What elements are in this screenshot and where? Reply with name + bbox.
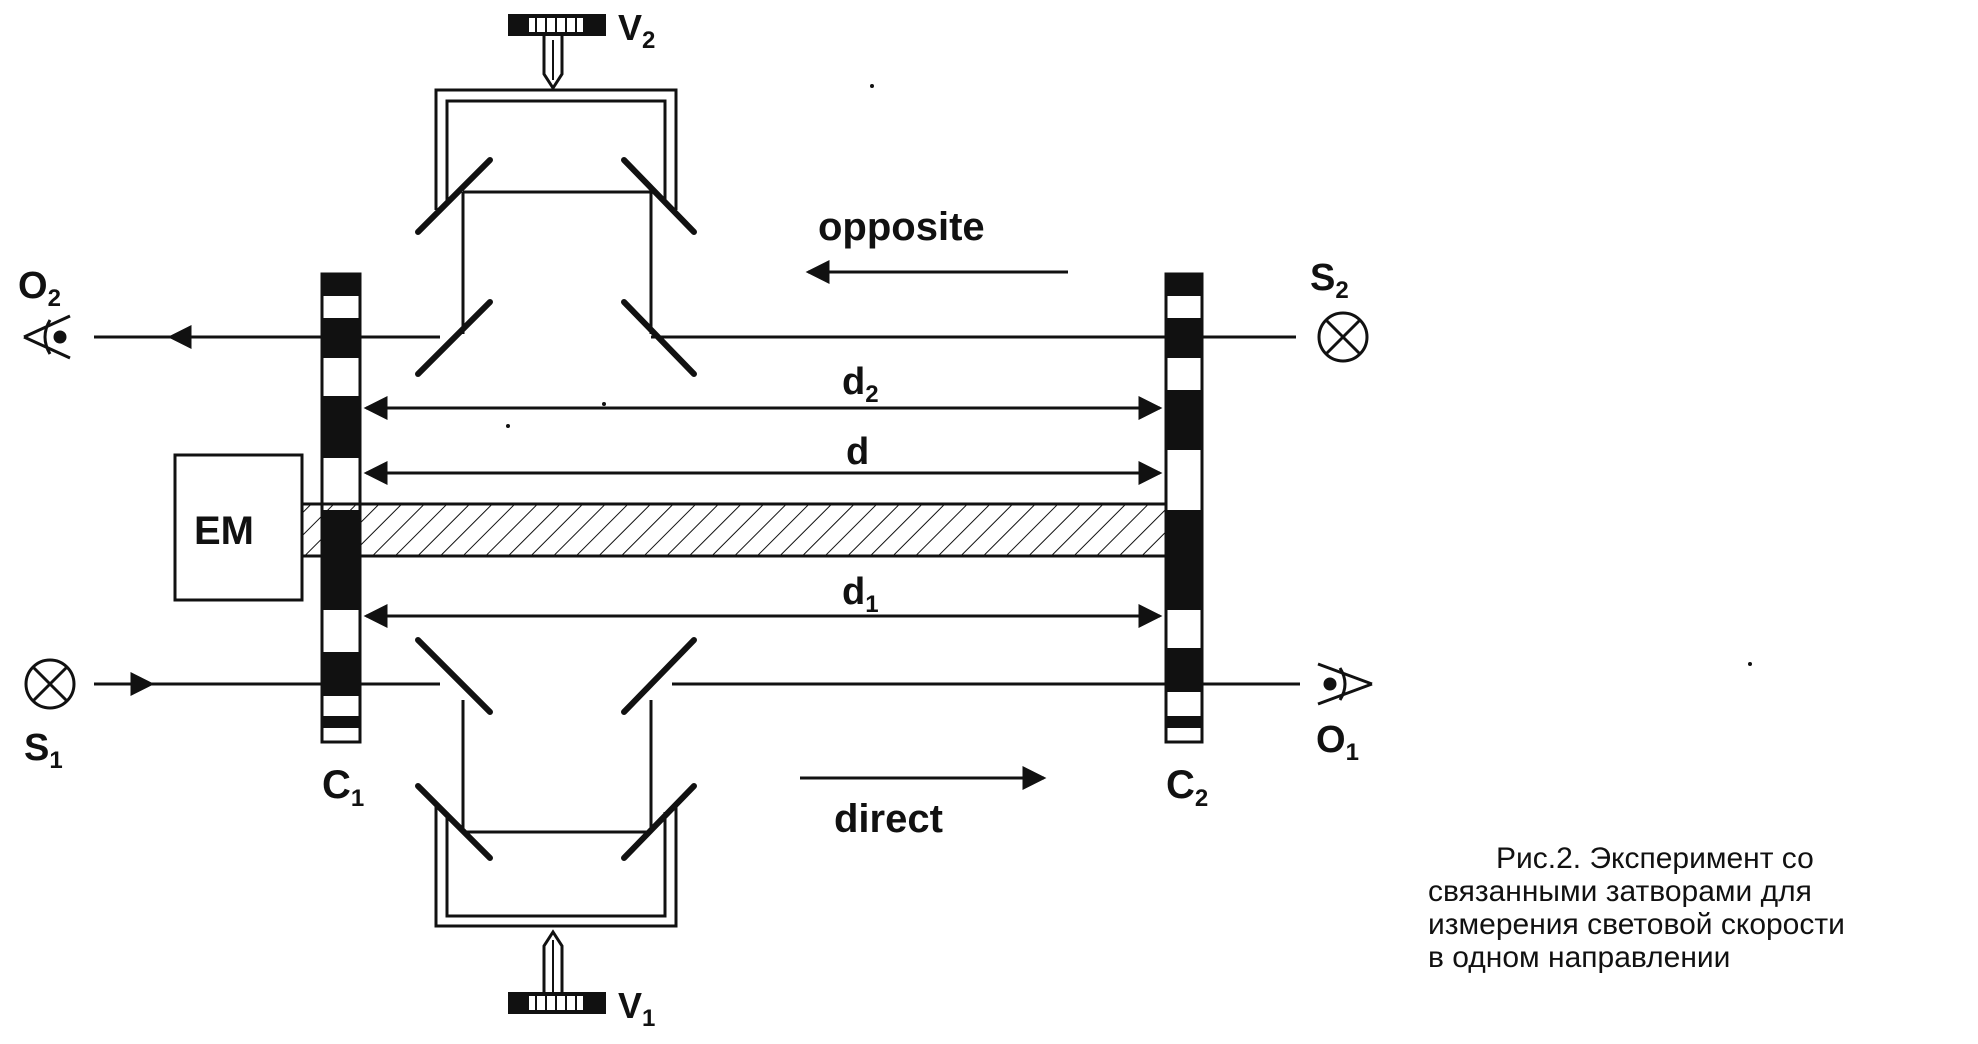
em-box: [173, 453, 304, 602]
label-opposite: opposite: [818, 205, 985, 249]
label-s1: S1: [24, 727, 63, 774]
label-o2: O2: [18, 265, 61, 312]
label-v2: V2: [618, 7, 655, 54]
source-cross-icon: [1317, 311, 1369, 363]
figure-caption: Рис.2. Эксперимент со связанными затвора…: [1428, 842, 1963, 974]
label-d2: d2: [842, 361, 879, 408]
upper-frame-outer: [434, 88, 678, 210]
label-o1: O1: [1316, 719, 1359, 766]
hatched-shaft: [300, 502, 1168, 558]
label-c1: C1: [322, 763, 364, 812]
adjusting-screw-icon: [508, 929, 606, 1014]
label-em: EM: [194, 509, 254, 553]
caption-line: измерения световой скорости: [1428, 908, 1845, 941]
lower-frame-outer: [434, 806, 678, 928]
caption-line: в одном направлении: [1428, 941, 1731, 974]
label-s2: S2: [1310, 257, 1349, 304]
eye-icon: [23, 314, 71, 360]
label-v1: V1: [618, 985, 655, 1032]
mirror-icon: [415, 637, 697, 861]
label-d: d: [846, 431, 869, 473]
eye-icon: [1317, 662, 1373, 706]
adjusting-screw-icon: [508, 14, 606, 91]
label-d1: d1: [842, 571, 879, 618]
source-cross-icon: [24, 658, 76, 710]
caption-line: Рис.2. Эксперимент со: [1496, 842, 1814, 875]
label-direct: direct: [834, 797, 943, 841]
shutter-c2: [1164, 272, 1204, 744]
caption-line: связанными затворами для: [1428, 875, 1812, 908]
lower-frame-inner: [445, 812, 667, 918]
upper-frame-inner: [445, 99, 667, 205]
label-c2: C2: [1166, 763, 1208, 812]
